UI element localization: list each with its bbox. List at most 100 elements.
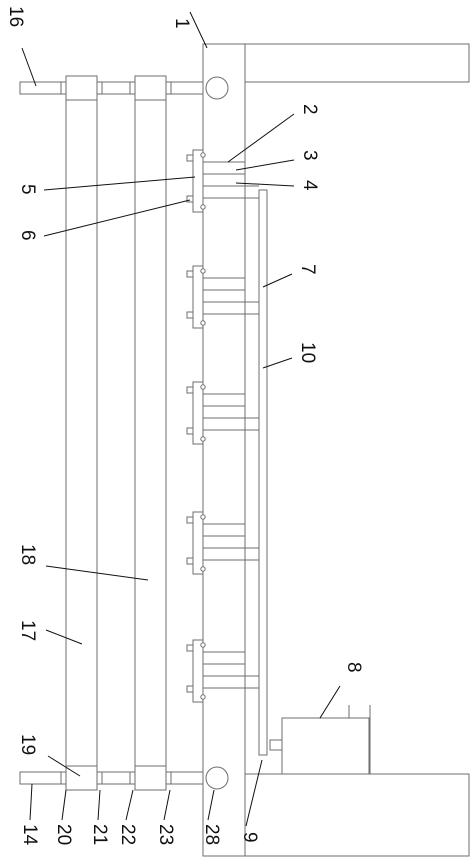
leader-21: [97, 789, 101, 821]
mount-bolt-top: [186, 270, 194, 278]
mount-pin-bottom: [200, 320, 206, 326]
mount-pin-top: [200, 514, 206, 520]
mount-plate: [192, 265, 204, 329]
label-6: 6: [17, 230, 38, 241]
leader-20: [61, 789, 67, 821]
leader-9: [245, 759, 263, 827]
label-10: 10: [297, 342, 318, 363]
reference-numerals: 1 16 2 3 4 5 6 7 10 18 17 8 19 14 20 21 …: [5, 6, 364, 846]
leader-18: [45, 565, 149, 581]
label-20: 20: [53, 824, 74, 845]
mount-pin-top: [200, 642, 206, 648]
leader-5: [43, 176, 196, 191]
leader-14: [29, 783, 33, 821]
mount-bolt-bottom: [186, 557, 194, 565]
label-19: 19: [17, 734, 38, 755]
bottom-clamp-1-right: [96, 771, 103, 785]
bottom-clamps: [60, 765, 172, 791]
top-clamp-1-right: [96, 81, 103, 95]
label-9: 9: [239, 832, 260, 843]
leader-10: [262, 357, 293, 369]
mounting-unit-1: [186, 149, 259, 213]
leader-28: [207, 789, 215, 821]
mount-bolt-top: [186, 154, 194, 162]
top-clamp-2-right: [165, 81, 172, 95]
mount-bolt-top: [186, 516, 194, 524]
leader-2: [227, 113, 295, 163]
label-16: 16: [5, 6, 26, 27]
label-3: 3: [299, 150, 320, 161]
label-1: 1: [171, 18, 192, 29]
mount-bolt-bottom: [186, 685, 194, 693]
label-4: 4: [299, 180, 320, 191]
mounting-units: [186, 149, 259, 703]
frame-column: [202, 43, 246, 857]
mounting-unit-2: [186, 265, 259, 329]
mount-pin-bottom: [200, 566, 206, 572]
mount-bolt-top: [186, 644, 194, 652]
bottom-clamp-2-right: [165, 771, 172, 785]
frame-top-arm: [244, 43, 470, 83]
leader-1: [189, 11, 208, 49]
leader-6: [43, 199, 191, 237]
mount-plate: [192, 511, 204, 575]
mounting-unit-5: [186, 639, 259, 703]
mount-pin-bottom: [200, 436, 206, 442]
mounting-unit-4: [186, 511, 259, 575]
bottom-clamp-2-left: [129, 771, 136, 785]
mount-pin-top: [200, 268, 206, 274]
leader-7: [262, 273, 293, 288]
leader-8: [319, 685, 341, 719]
shafts: [19, 81, 204, 785]
leader-23: [163, 789, 171, 821]
rod-18: [134, 75, 167, 791]
top-clamp-2: [134, 75, 167, 101]
shaft-14: [19, 771, 204, 785]
label-2: 2: [299, 104, 320, 115]
leader-19: [47, 755, 81, 777]
mount-pin-top: [200, 152, 206, 158]
mount-bolt-bottom: [186, 311, 194, 319]
mount-pin-bottom: [200, 694, 206, 700]
guide-bar-10: [258, 189, 268, 756]
mounting-unit-3: [186, 381, 259, 445]
label-14: 14: [19, 824, 40, 846]
label-22: 22: [117, 824, 138, 845]
label-23: 23: [155, 824, 176, 845]
top-clamp-2-left: [129, 81, 136, 95]
rod-17: [65, 75, 98, 791]
top-clamps: [60, 75, 172, 101]
leader-16: [21, 47, 37, 87]
mount-plate: [192, 149, 204, 213]
leader-22: [125, 789, 134, 821]
top-clamp-1: [65, 75, 98, 101]
leader-3: [235, 159, 295, 171]
leader-4: [235, 182, 295, 187]
label-21: 21: [89, 824, 110, 845]
label-17: 17: [17, 620, 38, 641]
rods: [65, 75, 167, 791]
mount-plate: [192, 381, 204, 445]
frame-bottom-arm: [244, 773, 470, 857]
shaft-16: [19, 81, 204, 95]
mount-pin-bottom: [200, 204, 206, 210]
label-18: 18: [17, 544, 38, 565]
leader-17: [45, 629, 83, 645]
label-8: 8: [343, 662, 364, 673]
label-28: 28: [201, 824, 222, 845]
mount-bolt-bottom: [186, 195, 194, 203]
motor-coupling: [269, 739, 283, 751]
motor-8: [281, 717, 370, 775]
mount-pin-top: [200, 384, 206, 390]
label-5: 5: [17, 184, 38, 195]
mount-bolt-top: [186, 386, 194, 394]
bottom-clamp-2: [134, 765, 167, 791]
mount-plate: [192, 639, 204, 703]
leader-lines: [21, 11, 341, 827]
mount-bolt-bottom: [186, 427, 194, 435]
label-7: 7: [297, 264, 318, 275]
top-clamp-1-left: [60, 81, 67, 95]
top-wheel: [205, 76, 229, 100]
